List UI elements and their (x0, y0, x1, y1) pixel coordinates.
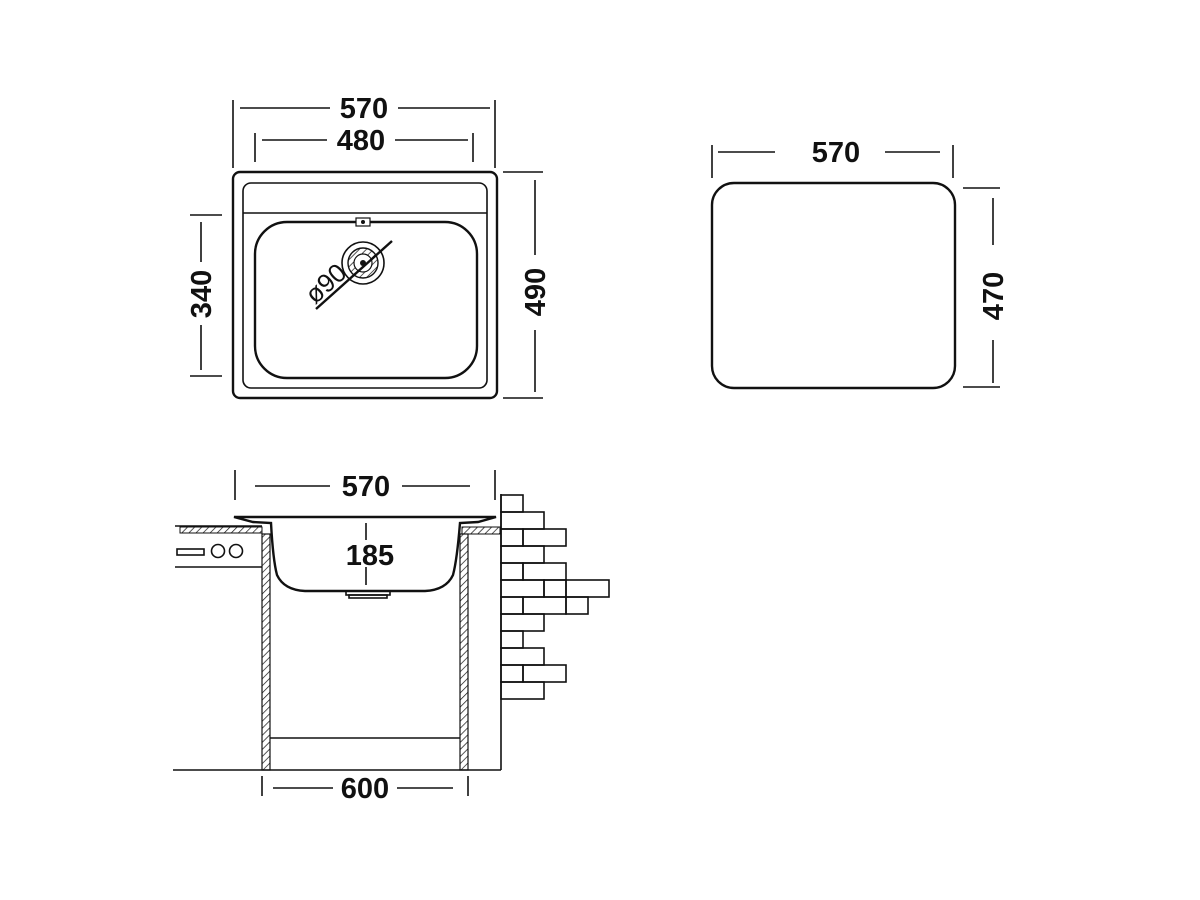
sink-outline (231, 170, 499, 400)
countertop-left (179, 526, 263, 534)
sink-rim (242, 182, 488, 389)
side-view: 570 185 600 (173, 470, 610, 805)
overall-width-label: 570 (340, 93, 388, 125)
cutout-view: 570 470 (710, 137, 1010, 390)
drain-icon (341, 241, 385, 285)
cabinet-wall-left (261, 533, 271, 771)
cabinet-width-label: 600 (341, 773, 389, 805)
appliance-controls-icon (176, 543, 244, 559)
cutout-width-label: 570 (812, 137, 860, 169)
overall-length-label: 490 (520, 268, 552, 316)
countertop-right (461, 526, 501, 535)
bowl-width-label: 480 (337, 125, 385, 157)
cabinet-wall-right (459, 533, 469, 771)
cutout-length-label: 470 (978, 272, 1010, 320)
cutout-outline (710, 181, 957, 390)
bowl-length-label: 340 (186, 270, 218, 318)
drain-diameter-label: ø90 (299, 257, 352, 309)
bowl-depth-label: 185 (346, 540, 394, 572)
sink-width-label: 570 (342, 471, 390, 503)
diameter-line (315, 240, 393, 310)
top-view: ø90 570 480 340 490 (186, 93, 552, 400)
brick-wall (500, 494, 610, 700)
sink-profile (233, 515, 497, 593)
overflow-icon (355, 217, 371, 227)
bowl-outline (253, 220, 479, 380)
